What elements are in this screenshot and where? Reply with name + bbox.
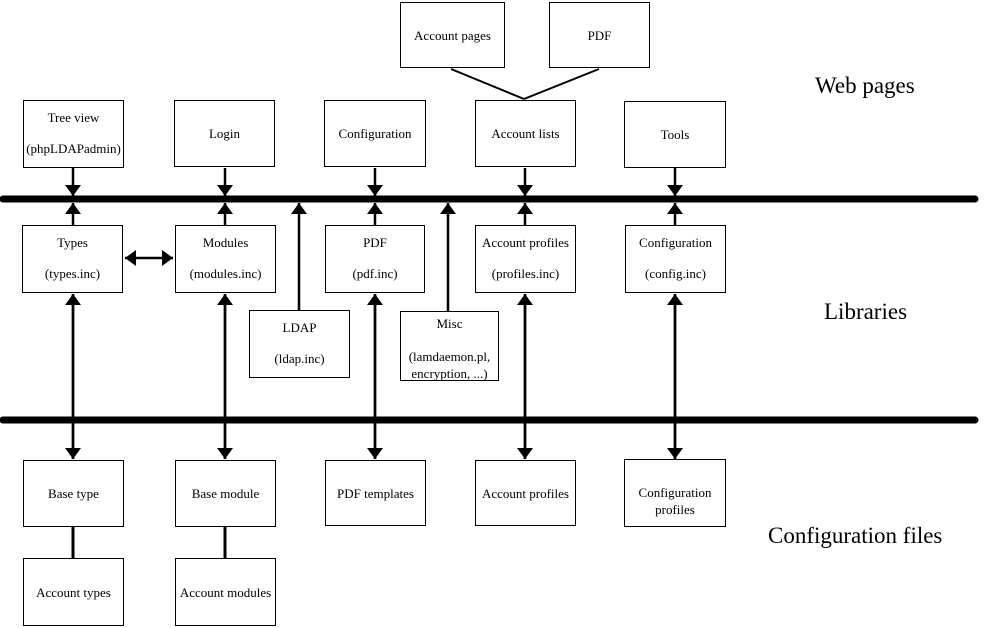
box-label: PDF: [587, 27, 612, 43]
box-login: Login: [174, 100, 275, 167]
box-label: Types: [57, 235, 88, 250]
box-account-profiles-lib: Account profiles (profiles.inc): [475, 225, 576, 293]
box-label: PDF templates: [337, 485, 414, 501]
box-pdf-page: PDF: [549, 2, 650, 68]
box-sublabel: (profiles.inc): [491, 266, 560, 281]
box-pdf-templates: PDF templates: [325, 460, 426, 526]
box-base-type: Base type: [23, 460, 124, 527]
box-label: Configuration: [639, 235, 712, 250]
box-sublabel: (phpLDAPadmin): [26, 141, 121, 156]
box-tree-view: Tree view (phpLDAPadmin): [23, 100, 124, 168]
box-account-pages: Account pages: [400, 2, 505, 68]
box-sublabel: (ldap.inc): [274, 351, 325, 366]
box-ldap-lib: LDAP (ldap.inc): [249, 310, 350, 378]
box-sublabel: (lamdaemon.pl, encryption, ...): [408, 349, 491, 381]
box-configuration-page: Configuration: [324, 100, 426, 167]
box-types-lib: Types (types.inc): [22, 225, 123, 293]
box-label: PDF: [363, 235, 387, 250]
box-label: Misc: [436, 316, 463, 331]
box-label: Tree view: [47, 110, 100, 125]
section-label-libraries: Libraries: [824, 299, 908, 324]
box-label: Account types: [36, 584, 111, 600]
box-label: Configuration profiles: [638, 485, 712, 517]
box-label: Modules: [202, 235, 249, 250]
box-label: Account profiles: [481, 235, 569, 250]
box-sublabel: (types.inc): [44, 266, 101, 281]
box-sublabel: (config.inc): [644, 266, 706, 281]
box-label: Tools: [660, 127, 690, 142]
box-misc-lib: Misc (lamdaemon.pl, encryption, ...): [400, 311, 499, 381]
box-label: Login: [208, 126, 241, 141]
section-label-configuration-files: Configuration files: [768, 523, 943, 548]
box-label: Account pages: [414, 27, 491, 43]
box-account-profiles-file: Account profiles: [475, 460, 576, 526]
box-base-module: Base module: [175, 460, 276, 527]
box-label: Configuration: [338, 126, 412, 141]
section-label-web-pages: Web pages: [815, 73, 915, 98]
box-pdf-lib: PDF (pdf.inc): [325, 225, 425, 293]
box-sublabel: (pdf.inc): [352, 266, 398, 281]
box-label: Account lists: [491, 126, 560, 141]
box-configuration-lib: Configuration (config.inc): [625, 225, 726, 293]
box-label: Account modules: [179, 584, 272, 600]
box-account-types: Account types: [23, 558, 124, 626]
box-label: LDAP: [282, 320, 317, 335]
box-modules-lib: Modules (modules.inc): [175, 225, 276, 293]
box-tools: Tools: [624, 101, 726, 168]
box-label: Base module: [191, 486, 260, 501]
box-account-modules: Account modules: [175, 558, 276, 626]
box-label: Base type: [48, 486, 99, 501]
box-account-lists: Account lists: [475, 100, 576, 167]
box-configuration-profiles: Configuration profiles: [624, 459, 726, 527]
fanin-account-pages-pdf-to-account-lists: [450, 68, 600, 100]
box-sublabel: (modules.inc): [189, 266, 262, 281]
box-label: Account profiles: [481, 485, 569, 501]
